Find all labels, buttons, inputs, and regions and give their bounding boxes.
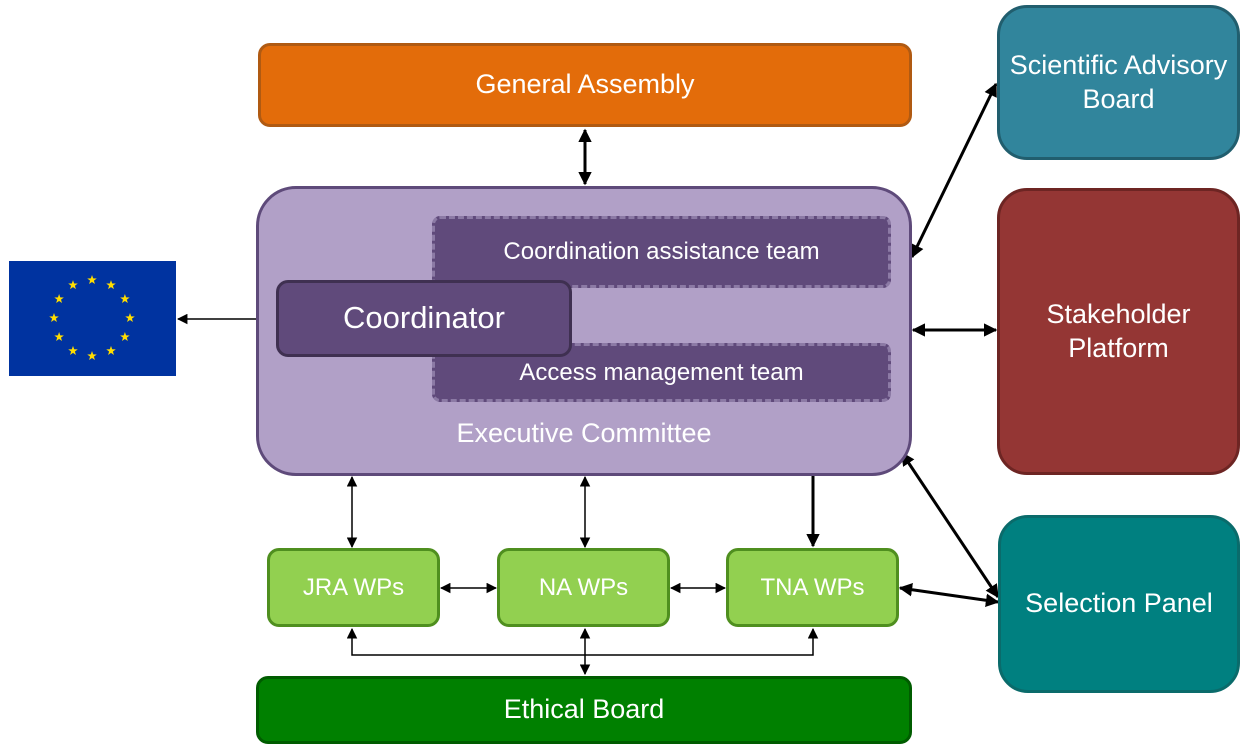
connector-wps-ethical-board [346, 627, 819, 676]
eu-flag-stars [49, 275, 135, 361]
stakeholder-platform-label: Stakeholder Platform [1046, 298, 1191, 363]
tna-wps-box: TNA WPs [726, 548, 899, 627]
selection-panel-box: Selection Panel [998, 515, 1240, 693]
scientific-advisory-board-label: Scientific Advisory Board [1009, 49, 1228, 114]
selection-panel-label: Selection Panel [1025, 588, 1213, 619]
eu-star-icon [68, 345, 78, 355]
coordinator-box: Coordinator [276, 280, 572, 357]
scientific-advisory-board-box: Scientific Advisory Board [997, 5, 1240, 160]
coordination-assistance-team-box: Coordination assistance team [432, 216, 891, 288]
eu-star-icon [106, 345, 116, 355]
general-assembly-label: General Assembly [475, 69, 695, 100]
eu-star-icon [125, 313, 135, 323]
na-wps-label: NA WPs [538, 573, 629, 601]
ethical-board-label: Ethical Board [503, 694, 665, 725]
executive-committee-label: Executive Committee [456, 418, 712, 449]
connector-executive-selection-panel [900, 451, 1000, 599]
eu-star-icon [106, 280, 116, 290]
ethical-board-box: Ethical Board [256, 676, 912, 744]
eu-star-icon [68, 280, 78, 290]
coordination-assistance-team-label: Coordination assistance team [503, 238, 820, 265]
eu-flag-icon [9, 261, 176, 376]
eu-star-icon [120, 294, 130, 304]
na-wps-box: NA WPs [497, 548, 670, 627]
eu-star-icon [49, 313, 59, 323]
access-management-team-label: Access management team [519, 358, 804, 386]
eu-star-icon [54, 294, 64, 304]
jra-wps-label: JRA WPs [302, 573, 405, 601]
general-assembly-box: General Assembly [258, 43, 912, 127]
eu-star-icon [54, 332, 64, 342]
connector-tna-selection-panel [898, 583, 1000, 607]
tna-wps-label: TNA WPs [760, 573, 865, 601]
coordinator-label: Coordinator [343, 300, 505, 336]
eu-star-icon [87, 275, 97, 285]
connector-executive-scientific-board [910, 82, 998, 259]
jra-wps-box: JRA WPs [267, 548, 440, 627]
eu-star-icon [120, 332, 130, 342]
eu-star-icon [87, 351, 97, 361]
stakeholder-platform-box: Stakeholder Platform [997, 188, 1240, 475]
